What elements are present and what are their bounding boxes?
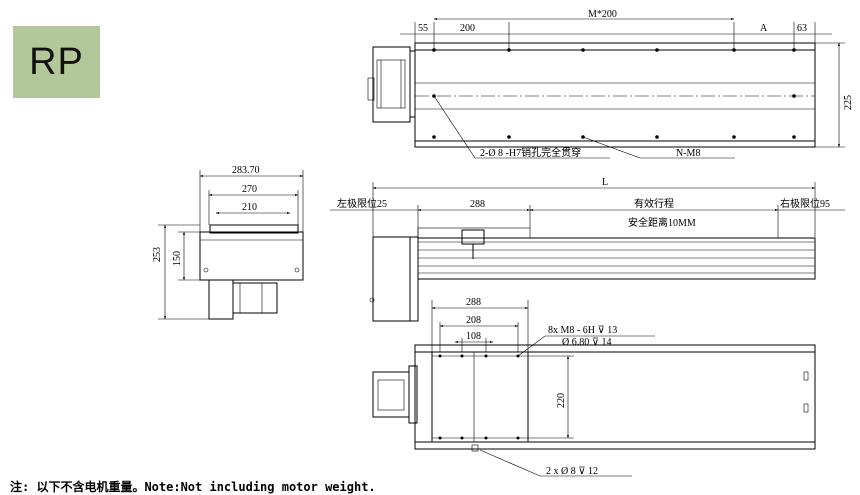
dim-carriage-288: 288 bbox=[470, 199, 485, 210]
dim-225: 225 bbox=[843, 95, 854, 110]
dim-283-70: 283.70 bbox=[232, 165, 260, 176]
callout-bore: Ø 6.80 ⊽ 14 bbox=[562, 337, 612, 348]
model-label: RP bbox=[29, 40, 84, 83]
right-limit-label: 右极限位95 bbox=[780, 197, 830, 210]
dim-m200: M*200 bbox=[588, 9, 617, 20]
carriage-view: 288 208 108 220 8x M8 - 6H ⊽ 13 Ø 6.80 ⊽… bbox=[372, 297, 816, 477]
dim-220: 220 bbox=[556, 393, 567, 408]
dim-253: 253 bbox=[152, 247, 163, 262]
stroke-label: 有效行程 bbox=[634, 197, 674, 210]
callout-pin: 2 x Ø 8 ⊽ 12 bbox=[546, 466, 598, 477]
dim-270: 270 bbox=[242, 184, 257, 195]
dim-l: L bbox=[602, 177, 608, 188]
weight-footnote: 注: 以下不含电机重量。Note:Not including motor wei… bbox=[10, 480, 376, 494]
callout-n-m8: N-M8 bbox=[676, 148, 700, 159]
end-view: 283.70 270 210 253 150 bbox=[152, 165, 304, 320]
dim-210: 210 bbox=[242, 202, 257, 213]
dim-108: 108 bbox=[466, 331, 481, 342]
dim-carriage-w: 288 bbox=[466, 297, 481, 308]
left-limit-label: 左极限位25 bbox=[337, 197, 387, 210]
dim-150: 150 bbox=[172, 251, 183, 266]
dim-63: 63 bbox=[797, 23, 807, 34]
dim-a: A bbox=[760, 23, 768, 34]
top-view: 55 200 M*200 A 63 225 2-Ø 8 -H7销孔完全贯穿 N-… bbox=[367, 9, 854, 159]
callout-thread: 8x M8 - 6H ⊽ 13 bbox=[548, 325, 617, 336]
model-badge: RP bbox=[13, 26, 100, 98]
dim-208: 208 bbox=[466, 315, 481, 326]
side-view: L 左极限位25 右极限位95 288 有效行程 安全距离10MM bbox=[330, 177, 845, 322]
callout-pin-holes: 2-Ø 8 -H7销孔完全贯穿 bbox=[480, 146, 581, 159]
dim-55: 55 bbox=[418, 23, 428, 34]
safety-label: 安全距离10MM bbox=[628, 216, 696, 229]
dim-200: 200 bbox=[460, 23, 475, 34]
